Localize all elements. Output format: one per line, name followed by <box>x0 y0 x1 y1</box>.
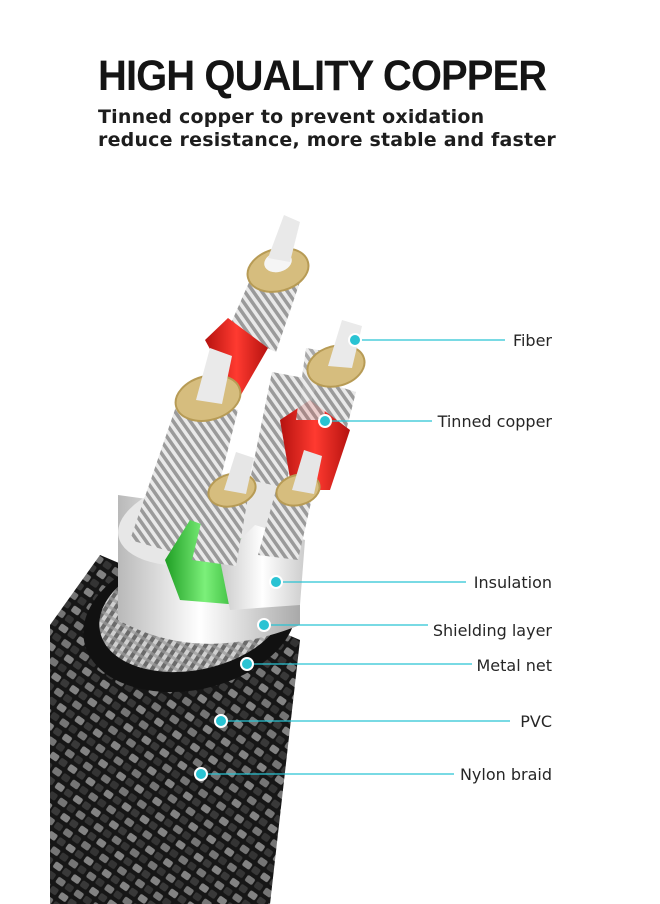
red-insulation <box>205 318 350 490</box>
small-conductors <box>192 348 330 566</box>
callout-pvc: PVC <box>520 712 552 731</box>
callout-insulation: Insulation <box>473 573 552 592</box>
callout-tinned-copper: Tinned copper <box>437 412 552 431</box>
headline: HIGH QUALITY COPPER <box>98 52 547 100</box>
callout-fiber: Fiber <box>512 331 552 350</box>
callout-nylon-braid: Nylon braid <box>459 765 552 784</box>
subtitle-line-1: Tinned copper to prevent oxidation <box>98 106 485 128</box>
tinned-copper-caps <box>174 215 366 508</box>
callout-shielding-layer: Shielding layer <box>432 621 552 640</box>
subtitle-line-2: reduce resistance, more stable and faste… <box>98 129 556 151</box>
callout-leaders <box>194 333 510 781</box>
callout-metal-net: Metal net <box>476 656 552 675</box>
